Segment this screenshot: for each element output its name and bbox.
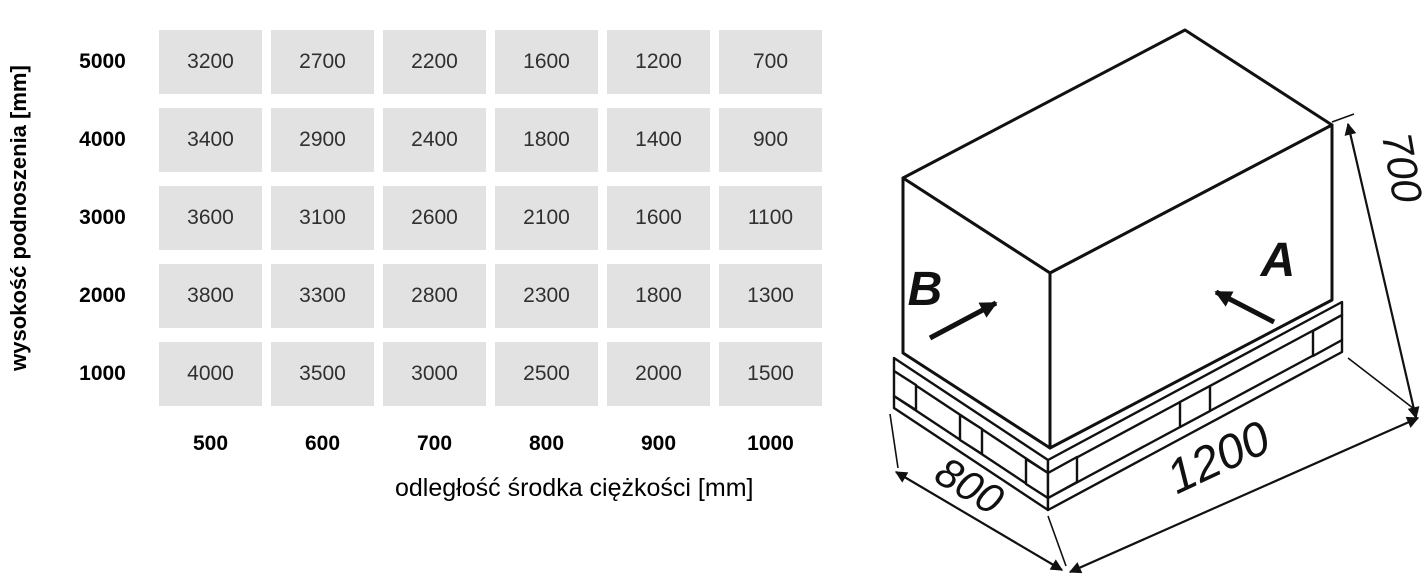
dim-line-height: [1344, 122, 1420, 420]
capacity-cell: 1800: [607, 264, 710, 328]
extension-line-left: [889, 413, 899, 469]
capacity-cell: 3800: [159, 264, 262, 328]
direction-a-arrow: [1214, 289, 1276, 325]
row-label: 5000: [79, 50, 126, 73]
pallet-block: [892, 369, 918, 412]
capacity-cell: 2100: [495, 186, 598, 250]
col-label: 600: [304, 432, 341, 455]
dim-height-label: 700: [1373, 129, 1425, 207]
capacity-cell: 1600: [607, 186, 710, 250]
capacity-cell: 1400: [607, 108, 710, 172]
y-axis-label: wysokość podnoszenia [mm]: [6, 65, 31, 371]
capacity-cell: 2800: [383, 264, 486, 328]
capacity-cell: 2700: [271, 30, 374, 94]
capacity-cell: 1300: [719, 264, 822, 328]
capacity-cell: 3400: [159, 108, 262, 172]
row-label: 1000: [79, 362, 126, 385]
capacity-cell: 1800: [495, 108, 598, 172]
capacity-cell: 3600: [159, 186, 262, 250]
capacity-cell: 1100: [719, 186, 822, 250]
dim-length-label: 1200: [1159, 411, 1278, 504]
col-label: 800: [528, 432, 565, 455]
capacity-cell: 2500: [495, 342, 598, 406]
direction-a-label: A: [1260, 234, 1296, 287]
dim-line-length: [1068, 416, 1420, 574]
corner-spacer: [55, 420, 150, 456]
capacity-cell: 700: [719, 30, 822, 94]
row-label: 4000: [79, 128, 126, 151]
capacity-cell: 2400: [383, 108, 486, 172]
col-label: 900: [640, 432, 677, 455]
row-label: 3000: [79, 206, 126, 229]
capacity-cell: 1600: [495, 30, 598, 94]
capacity-cell: 2200: [383, 30, 486, 94]
row-label: 2000: [79, 284, 126, 307]
dim-line-width: [894, 471, 1064, 571]
capacity-cell: 1500: [719, 342, 822, 406]
col-label: 500: [192, 432, 229, 455]
capacity-cell: 3300: [271, 264, 374, 328]
capacity-cell: 4000: [159, 342, 262, 406]
dim-width-label: 800: [927, 447, 1012, 524]
pallet-drawing: 700 800 1200 B A: [889, 28, 1425, 574]
capacity-cell: 2600: [383, 186, 486, 250]
pallet-block: [958, 413, 984, 456]
pallet-block: [1311, 313, 1344, 358]
capacity-table: 5000 3200 2700 2200 1600 1200 700 4000 3…: [55, 30, 822, 456]
capacity-cell: 2900: [271, 108, 374, 172]
capacity-cell: 2300: [495, 264, 598, 328]
capacity-cell: 2000: [607, 342, 710, 406]
capacity-cell: 3200: [159, 30, 262, 94]
extension-line-height: [1331, 113, 1355, 123]
capacity-cell: 900: [719, 108, 822, 172]
direction-b-label: B: [908, 263, 943, 316]
capacity-cell: 1200: [607, 30, 710, 94]
capacity-cell: 3500: [271, 342, 374, 406]
box-right-face: [1048, 123, 1334, 450]
col-label: 700: [416, 432, 453, 455]
direction-b-arrow: [928, 300, 998, 341]
capacity-cell: 3100: [271, 186, 374, 250]
capacity-cell: 3000: [383, 342, 486, 406]
extension-line-front: [1047, 515, 1067, 567]
x-axis-label: odległość środka ciężkości [mm]: [395, 474, 754, 502]
y-axis-label-wrap: wysokość podnoszenia [mm]: [0, 30, 38, 406]
col-label: 1000: [747, 432, 794, 455]
